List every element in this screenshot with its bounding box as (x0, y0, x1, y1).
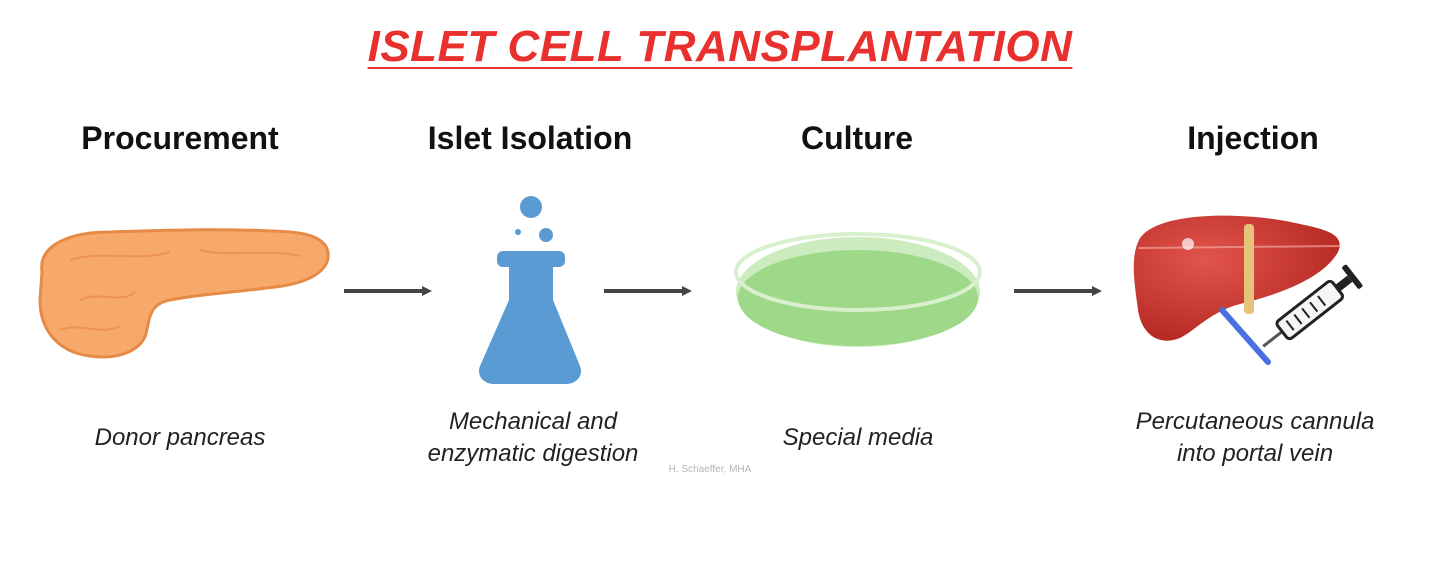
step-heading-injection: Injection (1187, 120, 1319, 156)
pancreas-icon (38, 228, 330, 359)
step-heading-islet-isolation: Islet Isolation (427, 120, 633, 156)
step-heading-culture: Culture (801, 120, 913, 156)
petri-dish-icon (734, 232, 982, 347)
liver-syringe-icon (1133, 215, 1363, 365)
step-caption-procurement: Donor pancreas (94, 424, 266, 451)
step-caption-culture: Special media (782, 424, 934, 451)
flask-icon (478, 196, 582, 384)
step-caption-injection: Percutaneous cannula into portal vein (1135, 408, 1375, 467)
diagram-title: ISLET CELL TRANSPLANTATION (367, 22, 1073, 71)
step-caption-islet-isolation: Mechanical and enzymatic digestion (427, 408, 639, 467)
step-heading-procurement: Procurement (81, 120, 279, 156)
image-credit: H. Schaeffer, MHA (668, 464, 752, 475)
